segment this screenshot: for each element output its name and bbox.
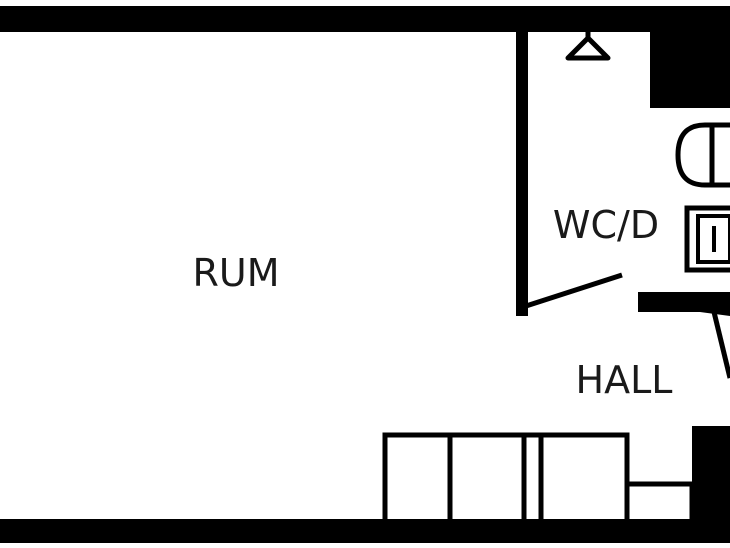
bathroom-door-swing (525, 272, 623, 309)
right-wall-lower (692, 426, 730, 526)
toilet-icon (675, 122, 730, 188)
room-label-bathroom: WC/D (553, 203, 659, 247)
wardrobe-outline (382, 432, 630, 526)
room-label-main: RUM (192, 251, 279, 295)
right-wall-upper (650, 28, 730, 108)
room-label-hall: HALL (576, 358, 673, 402)
hall-door-swing (711, 311, 730, 379)
shower-head-icon (565, 30, 611, 61)
wardrobe (382, 432, 695, 526)
bathroom-wall-left (516, 28, 528, 316)
bathroom-partition (516, 28, 730, 316)
bathroom-wall-corner (638, 292, 730, 316)
sink-icon (684, 205, 730, 273)
top-wall (0, 6, 730, 32)
side-cabinet (624, 481, 695, 526)
